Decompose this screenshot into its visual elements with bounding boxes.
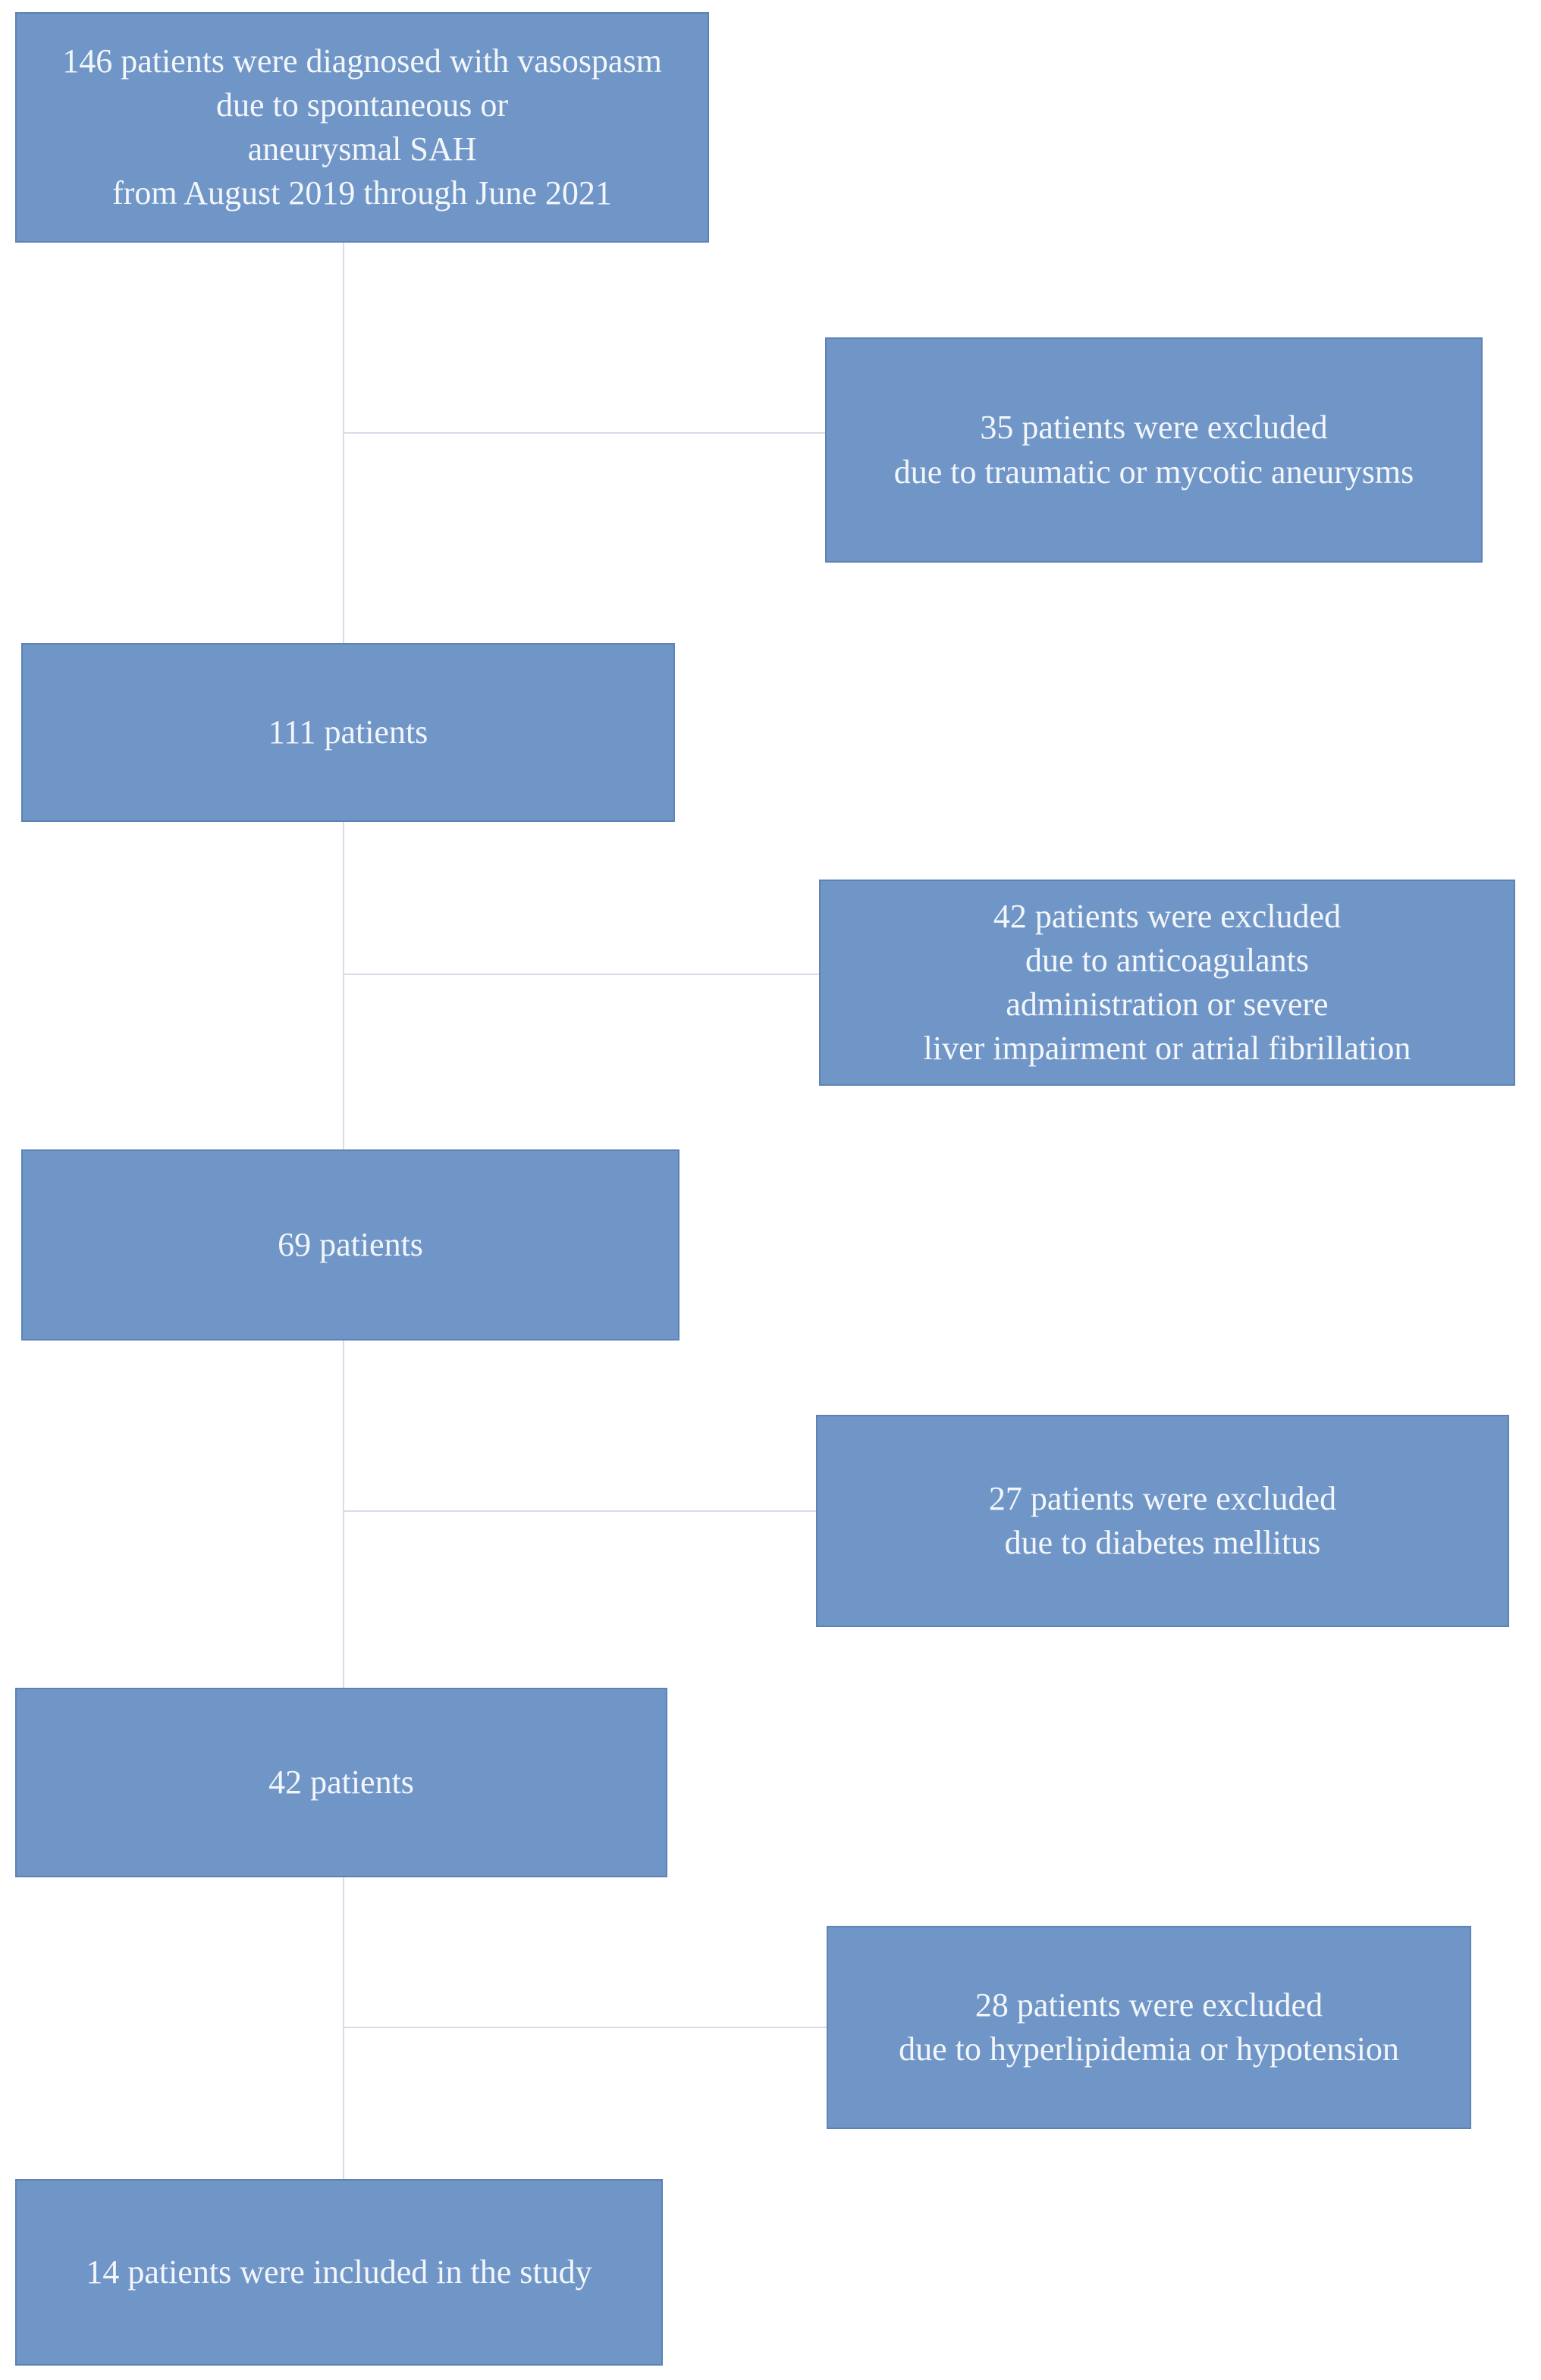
connector-vertical-69-to-42 bbox=[343, 1341, 344, 1688]
node-cohort-42-patients: 42 patients bbox=[15, 1688, 667, 1877]
node-cohort-111-patients: 111 patients bbox=[21, 643, 675, 822]
node-final-included-cohort-label: 14 patients were included in the study bbox=[86, 2253, 592, 2291]
connector-vertical-111-to-69 bbox=[343, 822, 344, 1149]
node-excluded-traumatic-mycotic: 35 patients were excluded due to traumat… bbox=[825, 337, 1483, 563]
node-cohort-42-patients-label: 42 patients bbox=[268, 1763, 414, 1801]
node-cohort-111-patients-label: 111 patients bbox=[268, 713, 428, 751]
node-excluded-diabetes-label: 27 patients were excluded due to diabete… bbox=[988, 1479, 1337, 1561]
node-cohort-69-patients: 69 patients bbox=[21, 1149, 679, 1341]
connector-branch-excluded-3 bbox=[344, 1510, 816, 1512]
node-excluded-hyperlipidemia-hypotension: 28 patients were excluded due to hyperli… bbox=[827, 1926, 1471, 2129]
node-initial-cohort: 146 patients were diagnosed with vasospa… bbox=[15, 12, 709, 243]
connector-vertical-42-to-final bbox=[343, 1877, 344, 2179]
node-excluded-anticoagulants-liver-afib: 42 patients were excluded due to anticoa… bbox=[819, 880, 1515, 1086]
connector-branch-excluded-1 bbox=[344, 432, 825, 434]
node-excluded-anticoagulants-liver-afib-label: 42 patients were excluded due to anticoa… bbox=[923, 897, 1411, 1068]
connector-vertical-initial-to-111 bbox=[343, 243, 344, 643]
connector-branch-excluded-2 bbox=[344, 974, 819, 975]
node-excluded-diabetes: 27 patients were excluded due to diabete… bbox=[816, 1415, 1509, 1627]
connector-branch-excluded-4 bbox=[344, 2027, 827, 2028]
node-final-included-cohort: 14 patients were included in the study bbox=[15, 2179, 663, 2366]
node-excluded-traumatic-mycotic-label: 35 patients were excluded due to traumat… bbox=[893, 409, 1414, 491]
node-initial-cohort-label: 146 patients were diagnosed with vasospa… bbox=[62, 42, 662, 212]
node-cohort-69-patients-label: 69 patients bbox=[278, 1225, 423, 1263]
node-excluded-hyperlipidemia-hypotension-label: 28 patients were excluded due to hyperli… bbox=[899, 1986, 1399, 2068]
